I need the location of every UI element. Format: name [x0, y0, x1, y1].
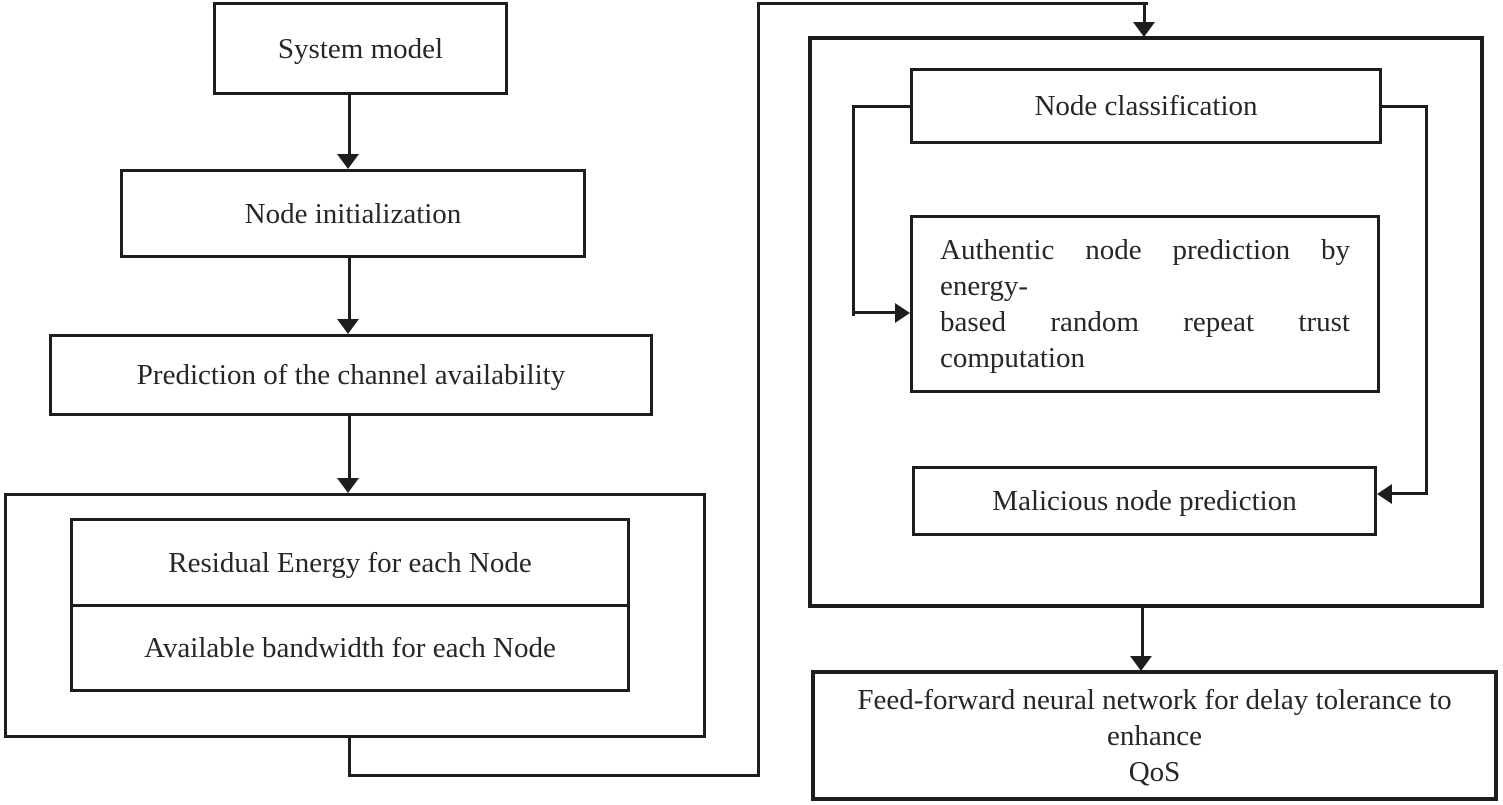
feed-forward-label-line1: Feed-forward neural network for delay to… — [857, 683, 1452, 752]
arrowhead-prediction-to-metrics — [337, 478, 359, 493]
node-initialization-box: Node initialization — [120, 169, 586, 258]
connector-class-to-malicious-in-line — [1392, 492, 1428, 495]
connector-classification-to-feedforward-line — [1141, 608, 1144, 658]
authentic-node-box: Authentic node prediction by energy- bas… — [910, 215, 1380, 393]
connector-class-to-authentic-down-line — [852, 105, 855, 316]
connector-class-to-authentic-in-line — [852, 311, 898, 314]
residual-energy-label: Residual Energy for each Node — [168, 546, 532, 579]
connector-class-to-malicious-down-line — [1425, 105, 1428, 495]
feed-forward-box: Feed-forward neural network for delay to… — [811, 670, 1498, 801]
available-bandwidth-box: Available bandwidth for each Node — [70, 604, 630, 692]
malicious-node-box: Malicious node prediction — [912, 466, 1377, 536]
arrowhead-init-to-prediction — [337, 319, 359, 334]
channel-prediction-label: Prediction of the channel availability — [136, 359, 566, 391]
connector-system-to-init-line — [348, 95, 351, 155]
available-bandwidth-label: Available bandwidth for each Node — [144, 632, 556, 664]
connector-metrics-route-drop-line — [1143, 2, 1146, 24]
connector-class-to-malicious-top-line — [1380, 105, 1428, 108]
authentic-node-label-line1: Authentic node prediction by energy- — [940, 234, 1350, 302]
arrowhead-class-to-authentic — [895, 303, 910, 323]
connector-metrics-route-bottom-line — [348, 774, 760, 777]
malicious-node-label: Malicious node prediction — [992, 485, 1297, 517]
arrowhead-metrics-to-classification — [1133, 22, 1155, 37]
channel-prediction-box: Prediction of the channel availability — [49, 334, 653, 416]
residual-energy-box: Residual Energy for each Node — [70, 518, 630, 607]
connector-metrics-route-top-line — [757, 2, 1148, 5]
node-classification-box: Node classification — [910, 68, 1382, 144]
arrowhead-classification-to-feedforward — [1130, 656, 1152, 671]
system-model-box: System model — [213, 2, 508, 95]
connector-prediction-to-metrics-line — [348, 416, 351, 479]
node-classification-label: Node classification — [1034, 90, 1258, 122]
feed-forward-label-line2: QoS — [1128, 755, 1181, 788]
connector-metrics-route-up-line — [757, 2, 760, 777]
connector-metrics-route-down-line — [348, 737, 351, 777]
node-initialization-label: Node initialization — [244, 197, 462, 230]
connector-init-to-prediction-line — [348, 258, 351, 320]
arrowhead-class-to-malicious — [1377, 484, 1392, 504]
system-model-label: System model — [277, 32, 444, 65]
connector-class-to-authentic-top-line — [852, 105, 910, 108]
arrowhead-system-to-init — [337, 154, 359, 169]
authentic-node-label-line2: based random repeat trust computation — [940, 306, 1350, 374]
